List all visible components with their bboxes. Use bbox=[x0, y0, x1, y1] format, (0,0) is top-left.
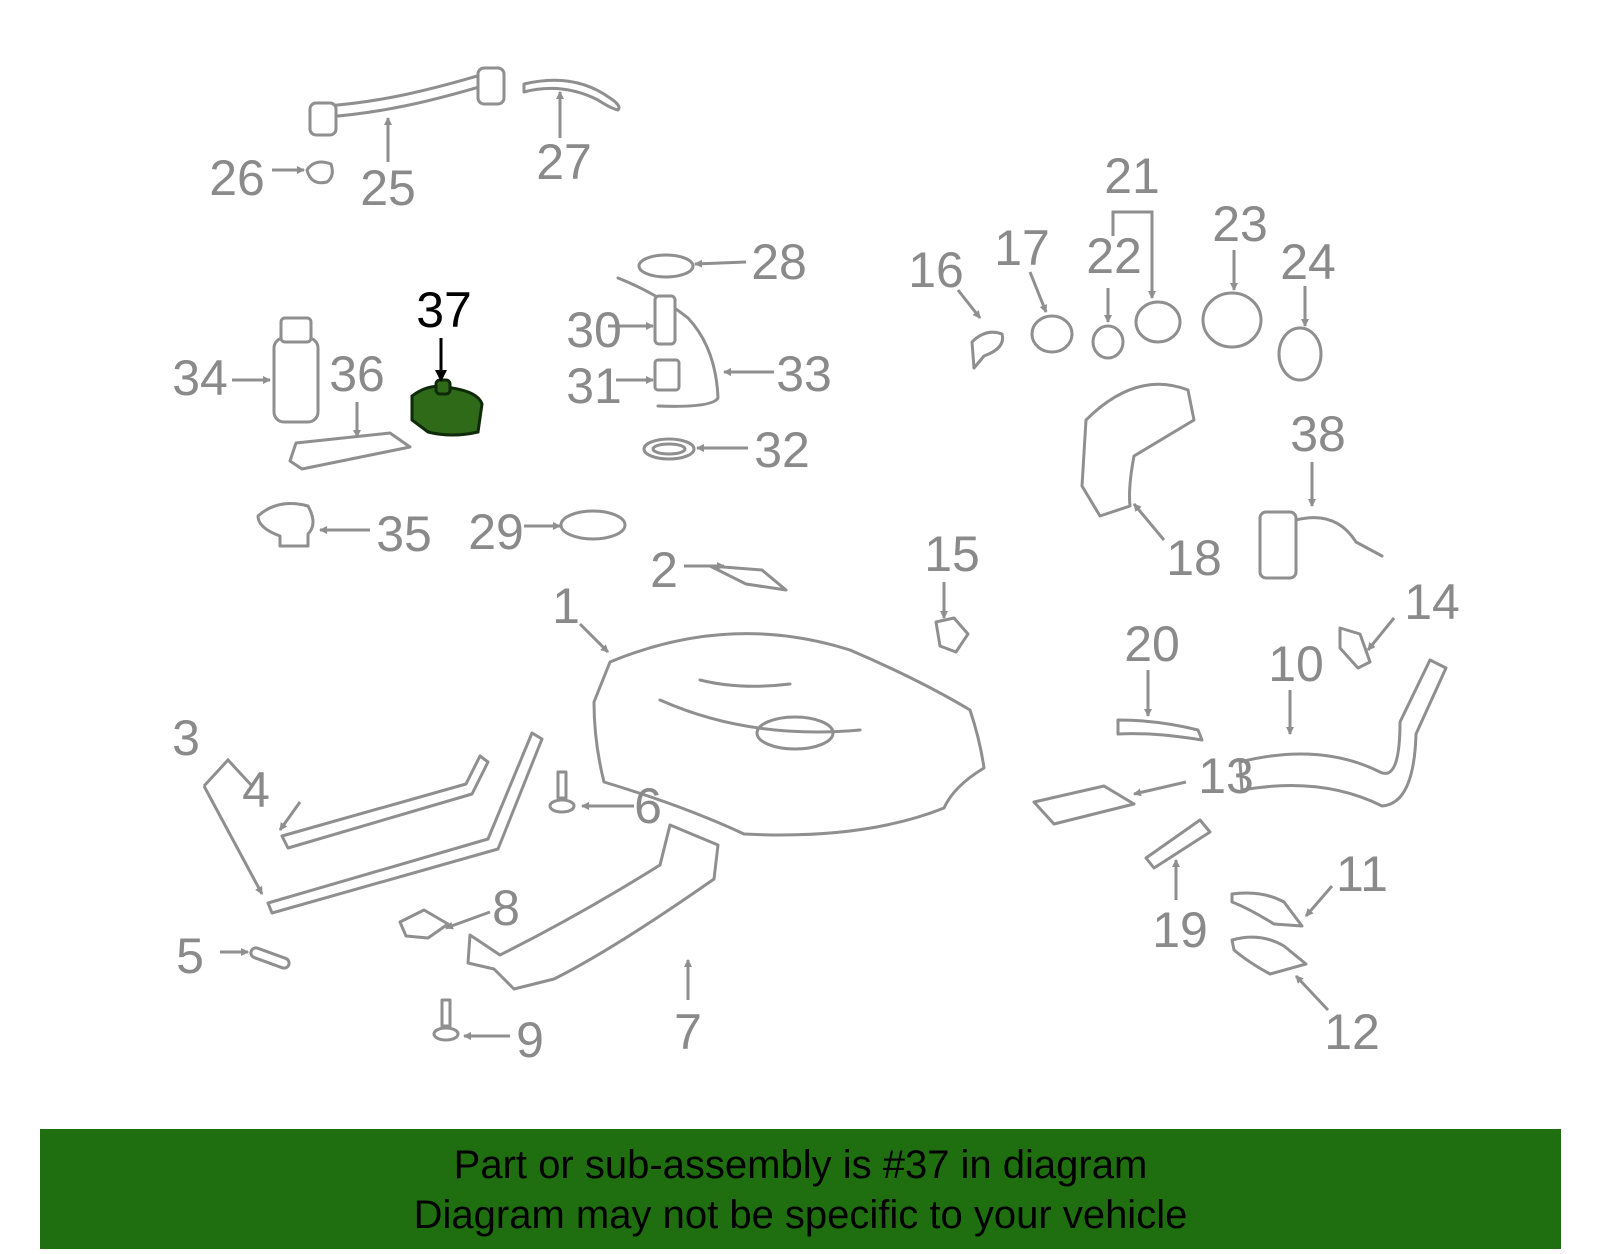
part-18 bbox=[1080, 382, 1196, 518]
banner-line-part: Part or sub-assembly is #37 in diagram bbox=[453, 1143, 1148, 1187]
callout-3: 3 bbox=[172, 710, 200, 766]
callout-7: 7 bbox=[674, 1004, 702, 1060]
callout-24: 24 bbox=[1280, 234, 1336, 290]
callout-28: 28 bbox=[751, 234, 807, 290]
callout-31: 31 bbox=[566, 358, 622, 414]
part-8 bbox=[398, 908, 450, 940]
part-7-shield bbox=[466, 823, 720, 991]
callout-19: 19 bbox=[1152, 902, 1208, 958]
callout-13: 13 bbox=[1198, 748, 1254, 804]
part-14 bbox=[1338, 626, 1372, 670]
callout-36: 36 bbox=[329, 346, 385, 402]
part-35 bbox=[256, 502, 315, 548]
part-38 bbox=[1258, 510, 1384, 580]
callout-11: 11 bbox=[1336, 846, 1388, 902]
part-28 bbox=[637, 253, 695, 279]
callout-38: 38 bbox=[1290, 406, 1346, 462]
part-11 bbox=[1230, 891, 1304, 928]
part-13 bbox=[1032, 784, 1136, 826]
callout-16: 16 bbox=[908, 242, 964, 298]
part-9-bolt bbox=[432, 998, 460, 1042]
part-25-hose bbox=[308, 66, 506, 137]
part-2 bbox=[708, 564, 788, 592]
callout-1: 1 bbox=[552, 578, 580, 634]
part-12 bbox=[1230, 935, 1308, 976]
part-1-fuel-tank bbox=[592, 632, 986, 837]
part-4-strap bbox=[280, 754, 490, 850]
callout-32: 32 bbox=[754, 422, 810, 478]
callout-27: 27 bbox=[536, 134, 592, 190]
callout-8: 8 bbox=[492, 880, 520, 936]
callout-4: 4 bbox=[242, 762, 270, 818]
callout-35: 35 bbox=[376, 506, 432, 562]
part-27 bbox=[522, 78, 621, 112]
part-5 bbox=[249, 946, 291, 970]
callout-12: 12 bbox=[1324, 1004, 1380, 1060]
part-34-pump bbox=[272, 316, 320, 424]
banner-line-disclaimer: Diagram may not be specific to your vehi… bbox=[413, 1193, 1188, 1237]
callout-10: 10 bbox=[1268, 636, 1324, 692]
part-15 bbox=[934, 616, 970, 654]
part-29 bbox=[559, 509, 627, 541]
callout-37: 37 bbox=[416, 282, 472, 338]
callout-14: 14 bbox=[1404, 574, 1460, 630]
part-21 bbox=[1134, 300, 1182, 344]
part-22 bbox=[1091, 324, 1125, 360]
callout-30: 30 bbox=[566, 302, 622, 358]
part-20 bbox=[1116, 718, 1204, 742]
callout-21: 21 bbox=[1104, 148, 1160, 204]
callout-33: 33 bbox=[776, 346, 832, 402]
part-24 bbox=[1277, 326, 1323, 382]
callout-6: 6 bbox=[634, 778, 662, 834]
part-23 bbox=[1201, 291, 1263, 349]
part-36 bbox=[288, 431, 412, 471]
callout-2: 2 bbox=[650, 542, 678, 598]
part-16 bbox=[970, 330, 1005, 370]
part-30-sender bbox=[616, 276, 720, 408]
callout-18: 18 bbox=[1166, 530, 1222, 586]
callout-26: 26 bbox=[209, 150, 265, 206]
part-3-strap bbox=[266, 731, 544, 915]
callout-5: 5 bbox=[176, 928, 204, 984]
part-37-highlighted bbox=[410, 378, 484, 437]
callout-9: 9 bbox=[516, 1012, 544, 1068]
part-10-filler bbox=[1238, 658, 1448, 808]
callout-15: 15 bbox=[924, 526, 980, 582]
part-26 bbox=[305, 160, 334, 185]
info-banner: Part or sub-assembly is #37 in diagram D… bbox=[40, 1129, 1561, 1249]
part-6-bolt bbox=[548, 770, 576, 814]
callout-17: 17 bbox=[994, 220, 1050, 276]
callout-23: 23 bbox=[1212, 196, 1268, 252]
callout-20: 20 bbox=[1124, 616, 1180, 672]
callout-25: 25 bbox=[360, 160, 416, 216]
part-17 bbox=[1030, 314, 1074, 354]
callout-34: 34 bbox=[172, 350, 228, 406]
part-19 bbox=[1144, 818, 1212, 870]
callout-29: 29 bbox=[468, 504, 524, 560]
callout-22: 22 bbox=[1086, 228, 1142, 284]
